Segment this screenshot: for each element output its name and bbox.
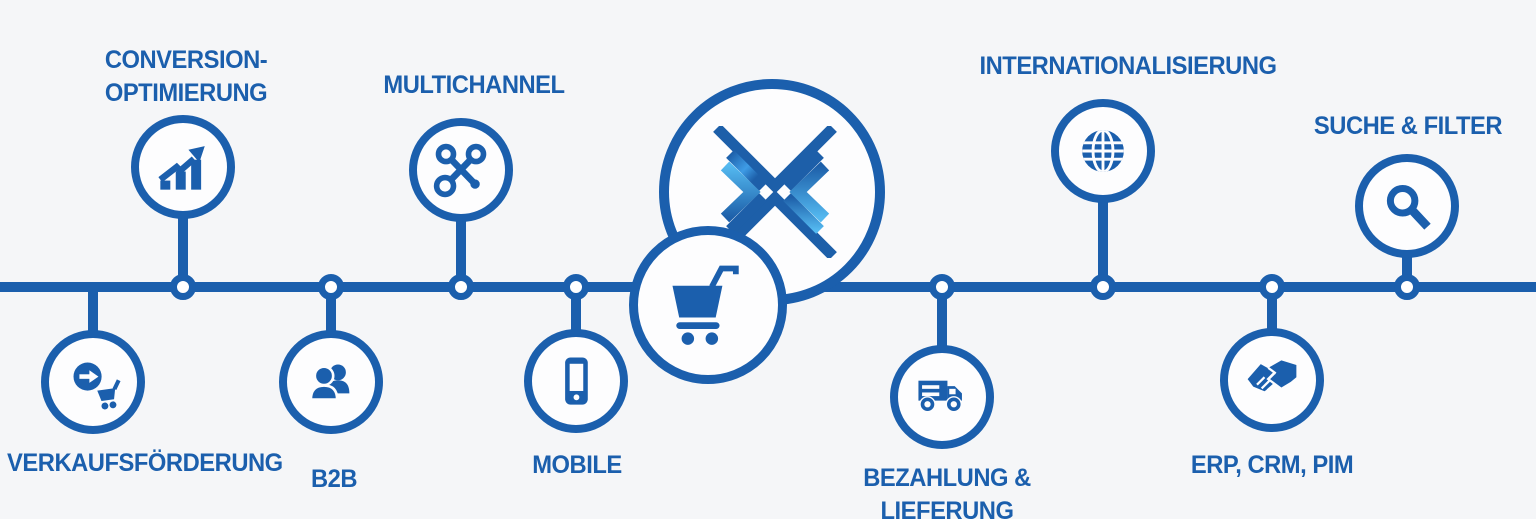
feature-circle-suche-filter xyxy=(1355,154,1459,258)
feature-label-b2b: B2B xyxy=(310,465,358,493)
shopping-cart-icon xyxy=(660,257,756,353)
handshake-icon xyxy=(1242,350,1302,410)
feature-label-erp-crm-pim: ERP, CRM, PIM xyxy=(1190,451,1354,479)
globe-icon xyxy=(1074,122,1132,180)
feature-label-suche-filter: SUCHE & FILTER xyxy=(1313,112,1503,140)
connector-stem-b2b xyxy=(326,287,336,334)
feature-circle-mobile xyxy=(524,329,628,433)
feature-circle-erp-crm-pim xyxy=(1220,328,1324,432)
timeline-node-multichannel xyxy=(448,274,474,300)
feature-label-mobile: MOBILE xyxy=(532,451,622,479)
connector-stem-conversion xyxy=(178,215,188,290)
feature-label-bezahlung-lieferung: BEZAHLUNG & LIEFERUNG xyxy=(863,464,1031,519)
timeline-node-bezahlung xyxy=(929,274,955,300)
network-cross-icon xyxy=(431,140,491,200)
timeline-node-conversion xyxy=(170,274,196,300)
feature-circle-internationalisierung xyxy=(1051,99,1155,203)
timeline-node-internationalisierung xyxy=(1090,274,1116,300)
delivery-truck-icon xyxy=(913,368,971,426)
connector-stem-multichannel xyxy=(456,218,466,290)
connector-stem-erp-crm-pim xyxy=(1267,287,1277,332)
promotion-cart-icon xyxy=(64,353,122,411)
feature-circle-b2b xyxy=(279,330,383,434)
connector-stem-mobile xyxy=(571,287,581,333)
feature-circle-multichannel xyxy=(409,118,513,222)
timeline-node-mobile xyxy=(563,274,589,300)
timeline-node-suche xyxy=(1394,274,1420,300)
feature-label-internationalisierung: INTERNATIONALISIERUNG xyxy=(979,52,1277,80)
feature-label-conversion-optimierung: CONVERSION- OPTIMIERUNG xyxy=(104,46,268,107)
timeline-node-b2b xyxy=(318,274,344,300)
connector-stem-verkaufsfoerderung xyxy=(88,287,98,334)
feature-circle-conversion-optimierung xyxy=(131,115,235,219)
shopping-cart-badge xyxy=(629,226,787,384)
timeline-node-erp xyxy=(1259,274,1285,300)
magnifier-icon xyxy=(1379,178,1435,234)
users-icon xyxy=(303,354,359,410)
feature-circle-verkaufsfoerderung xyxy=(41,330,145,434)
growth-chart-icon xyxy=(154,138,212,196)
connector-stem-bezahlung-lieferung xyxy=(937,287,947,349)
feature-label-verkaufsfoerderung: VERKAUFSFÖRDERUNG xyxy=(7,449,283,477)
connector-stem-suche-filter xyxy=(1402,254,1412,290)
feature-circle-bezahlung-lieferung xyxy=(890,345,994,449)
connector-stem-internationalisierung xyxy=(1098,199,1108,290)
feature-label-multichannel: MULTICHANNEL xyxy=(383,71,565,99)
smartphone-icon xyxy=(547,352,605,410)
